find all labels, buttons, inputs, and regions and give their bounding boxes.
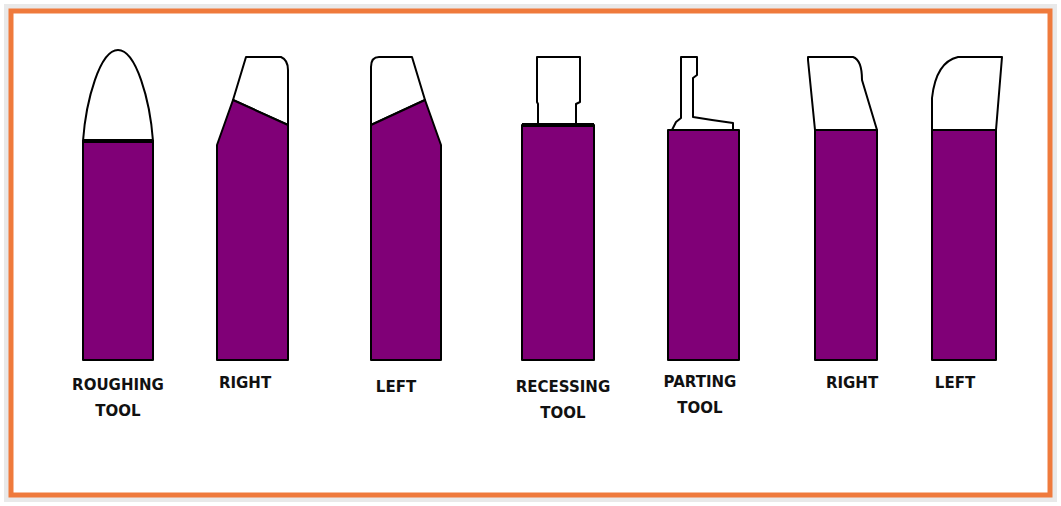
tool-label: LEFT [935,370,975,396]
right-facing-tip [808,57,877,130]
tool-label: RECESSING TOOL [516,374,610,426]
left-facing-tip [932,57,1002,130]
right-facing-shank [815,130,877,360]
tip-joint [522,123,594,127]
tool-label: RIGHT [826,370,878,396]
left-facing-shank [932,130,996,360]
outer-ground [4,4,1057,502]
frame-border [11,11,1050,495]
tool-label: LEFT [376,374,416,400]
tip-joint [83,139,153,143]
parting-shank [668,130,739,360]
left-tool-shank [371,100,441,360]
tool-label: PARTING TOOL [664,369,737,421]
roughing-shank [83,141,153,360]
parting-blade [672,57,733,130]
roughing-tip [83,50,153,141]
tool-label: ROUGHING TOOL [72,372,164,424]
tool-label: RIGHT [219,370,271,396]
recessing-tip [537,57,580,125]
right-tool-shank [217,100,288,360]
recessing-shank [522,125,594,360]
